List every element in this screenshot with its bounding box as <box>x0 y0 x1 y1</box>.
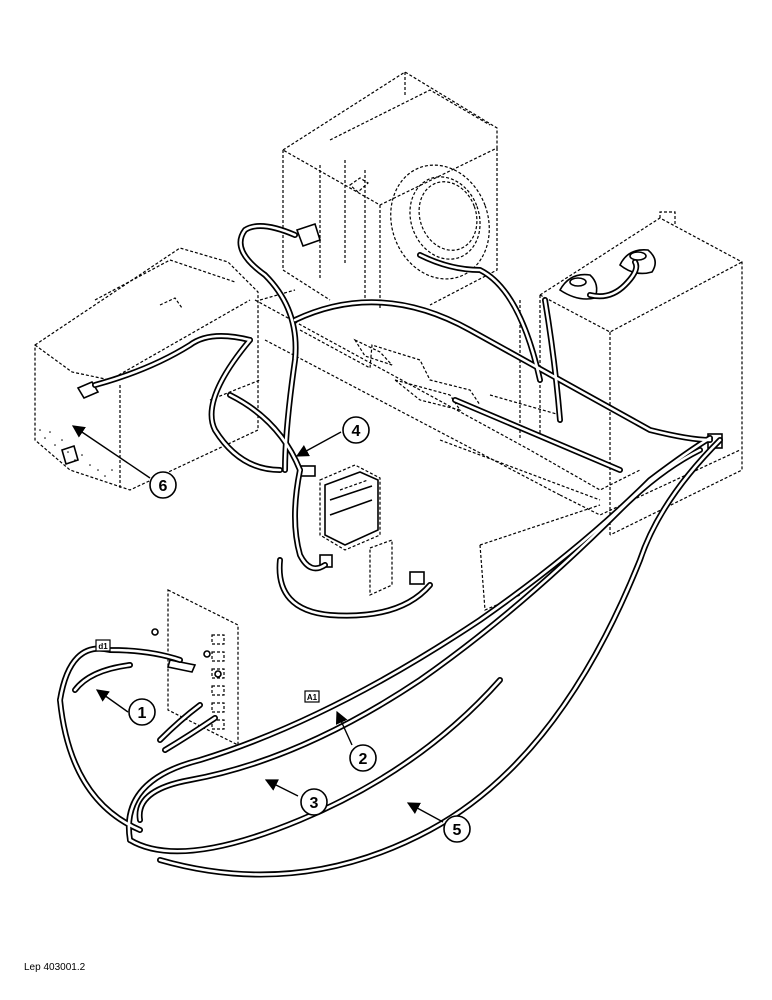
callout-5: 5 <box>443 815 471 843</box>
rear-housing-outline <box>281 71 498 310</box>
tag-a1: A1 <box>304 690 320 703</box>
leader-3 <box>264 779 299 797</box>
components <box>61 222 723 678</box>
leader-lines <box>71 425 444 823</box>
right-dome-2-cap <box>629 251 647 261</box>
fuse-panel-outline <box>167 589 239 746</box>
callout-6-label: 6 <box>159 478 168 495</box>
tag-d1: d1 <box>95 639 111 652</box>
callout-3: 3 <box>300 788 328 816</box>
connector-c <box>409 571 425 585</box>
fan-housing-outline <box>390 164 490 280</box>
leader-2 <box>335 710 353 746</box>
callout-4: 4 <box>342 416 370 444</box>
callout-2: 2 <box>349 744 377 772</box>
drawing-reference: Lep 403001.2 <box>24 962 86 973</box>
callout-6: 6 <box>149 471 177 499</box>
right-dome-1 <box>558 273 598 300</box>
right-dome-1-cap <box>569 277 587 287</box>
leader-5 <box>406 802 444 823</box>
callout-1: 1 <box>128 698 156 726</box>
harness-cables <box>57 226 723 875</box>
callout-1-label: 1 <box>138 705 147 722</box>
left-tank-outline <box>34 247 296 491</box>
callout-5-label: 5 <box>453 822 462 839</box>
chassis-outline <box>209 299 741 611</box>
leader-6 <box>71 425 151 479</box>
leader-4 <box>295 431 342 457</box>
rear-connector <box>295 222 321 248</box>
callout-4-label: 4 <box>352 423 361 440</box>
tank-shading <box>39 429 113 477</box>
leader-1 <box>95 689 129 713</box>
tag-a1-label: A1 <box>307 693 318 702</box>
machine-frame-outlines <box>34 71 743 746</box>
relay-bracket-outline <box>319 464 393 596</box>
relay-block <box>324 471 379 546</box>
left-tank-connector <box>76 380 100 400</box>
tag-d1-label: d1 <box>98 642 108 651</box>
callout-3-label: 3 <box>310 795 319 812</box>
callout-2-label: 2 <box>359 751 368 768</box>
